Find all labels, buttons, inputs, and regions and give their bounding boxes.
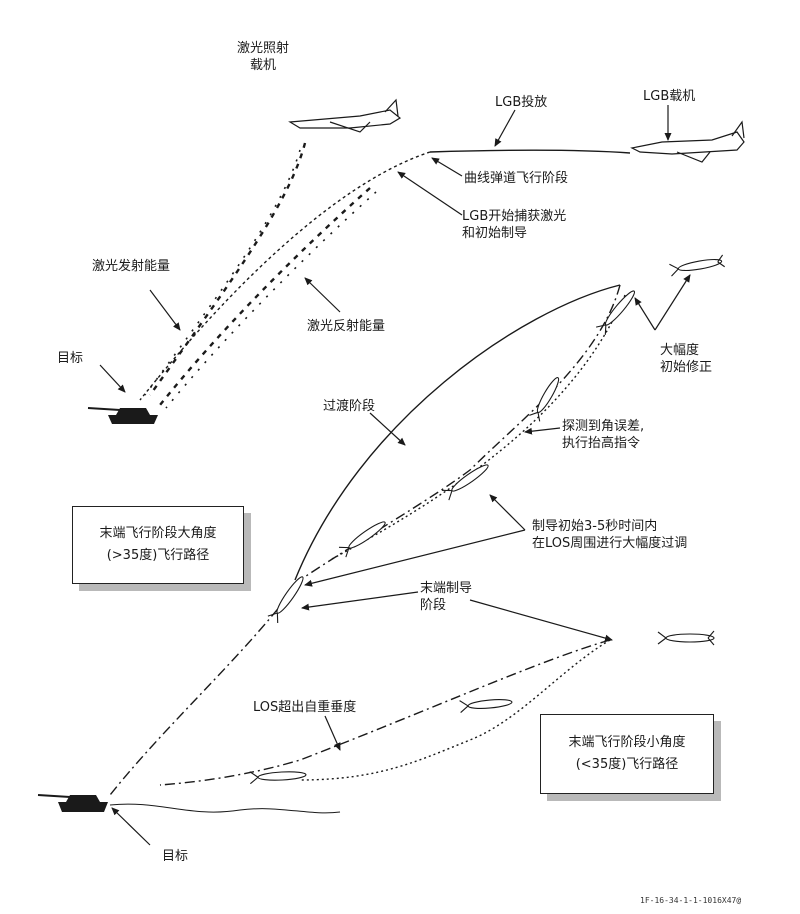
arrow-overshoot-2 [489, 494, 526, 531]
ballistic-dashed-path [139, 151, 431, 401]
arrow-los [324, 715, 341, 751]
bomb-icon [338, 521, 386, 558]
bomb-icon [249, 771, 307, 785]
lgb-acquire-line1: LGB开始捕获激光 [462, 209, 567, 224]
lgb-carrier-label: LGB载机 [643, 89, 696, 104]
high-angle-path-box: 末端飞行阶段大角度 (>35度)飞行路径 [72, 506, 244, 584]
low-angle-line1: 末端飞行阶段小角度 [568, 735, 686, 750]
angle-error-line2: 执行抬高指令 [562, 436, 641, 451]
bomb-icon [657, 630, 715, 646]
high-angle-line2: (>35度)飞行路径 [106, 548, 210, 563]
bomb-icon [441, 464, 489, 501]
laser-designator-label: 激光照射 载机 [228, 40, 298, 74]
laser-emitted-label: 激光发射能量 [92, 259, 171, 274]
target-tank-top-icon [87, 407, 158, 424]
transition-solid-path [294, 284, 621, 581]
overshoot-line1: 制导初始3-5秒时间内 [532, 519, 658, 534]
lgb-acquire-label: LGB开始捕获激光 和初始制导 [462, 208, 566, 242]
ballistic-phase-label: 曲线弹道飞行阶段 [464, 171, 569, 186]
bomb-icon [267, 576, 304, 624]
overshoot-line2: 在LOS周围进行大幅度过调 [532, 536, 688, 551]
figure-code: 1F-16-34-1-1-1016X47@ [640, 896, 742, 905]
arrow-overshoot-1 [304, 529, 526, 587]
laser-designator-aircraft-icon [288, 98, 402, 133]
lgb-carrier-aircraft-icon [630, 120, 745, 163]
arrow-emitted [149, 289, 181, 331]
arrow-correction-2 [634, 297, 656, 331]
arrow-terminal-2 [469, 599, 613, 642]
laser-emitted-wave [149, 142, 307, 396]
arrow-target-bottom [111, 807, 151, 846]
high-angle-line1: 末端飞行阶段大角度 [99, 526, 217, 541]
target-tank-bottom-icon [37, 794, 108, 812]
terminal-guidance-label: 末端制导 阶段 [420, 580, 472, 614]
terminal-guidance-line2: 阶段 [420, 598, 447, 613]
angle-error-line1: 探测到角误差, [562, 419, 645, 434]
transition-phase-label: 过渡阶段 [323, 399, 376, 414]
arrow-correction-1 [654, 274, 691, 331]
overshoot-label: 制导初始3-5秒时间内 在LOS周围进行大幅度过调 [532, 518, 687, 552]
arrow-ballistic [431, 157, 463, 177]
arrow-reflected [304, 277, 341, 313]
lgb-acquire-line2: 和初始制导 [462, 226, 528, 241]
large-correction-line2: 初始修正 [660, 360, 713, 375]
arrow-transition [369, 412, 406, 446]
arrow-acquire [397, 171, 463, 216]
ground-line [109, 803, 341, 814]
bomb-icon [459, 699, 513, 714]
laser-designator-line1: 激光照射 [236, 41, 289, 56]
low-angle-path-box: 末端飞行阶段小角度 (<35度)飞行路径 [540, 714, 714, 794]
laser-reflected-label: 激光反射能量 [307, 319, 386, 334]
large-correction-line1: 大幅度 [660, 343, 700, 358]
target-top-label: 目标 [57, 351, 84, 366]
low-angle-dashed-path [159, 639, 611, 786]
arrow-target-top [99, 364, 126, 393]
laser-reflected-wave [159, 187, 371, 406]
los-label: LOS超出自重垂度 [253, 700, 357, 715]
arrow-angle-error [524, 427, 561, 435]
bomb-icon [669, 254, 725, 277]
arrow-terminal-1 [301, 591, 419, 611]
release-solid-path [429, 149, 631, 154]
laser-designator-line2: 载机 [249, 58, 276, 73]
bomb-icon [595, 290, 636, 335]
low-angle-line2: (<35度)飞行路径 [575, 757, 679, 772]
large-correction-label: 大幅度 初始修正 [660, 342, 712, 376]
terminal-guidance-line1: 末端制导 [420, 581, 473, 596]
arrow-release [494, 109, 516, 147]
target-bottom-label: 目标 [162, 849, 189, 864]
bomb-icon [529, 377, 560, 422]
angle-error-label: 探测到角误差, 执行抬高指令 [562, 418, 644, 452]
high-angle-dotted-path [329, 294, 626, 561]
lgb-release-label: LGB投放 [495, 95, 548, 110]
